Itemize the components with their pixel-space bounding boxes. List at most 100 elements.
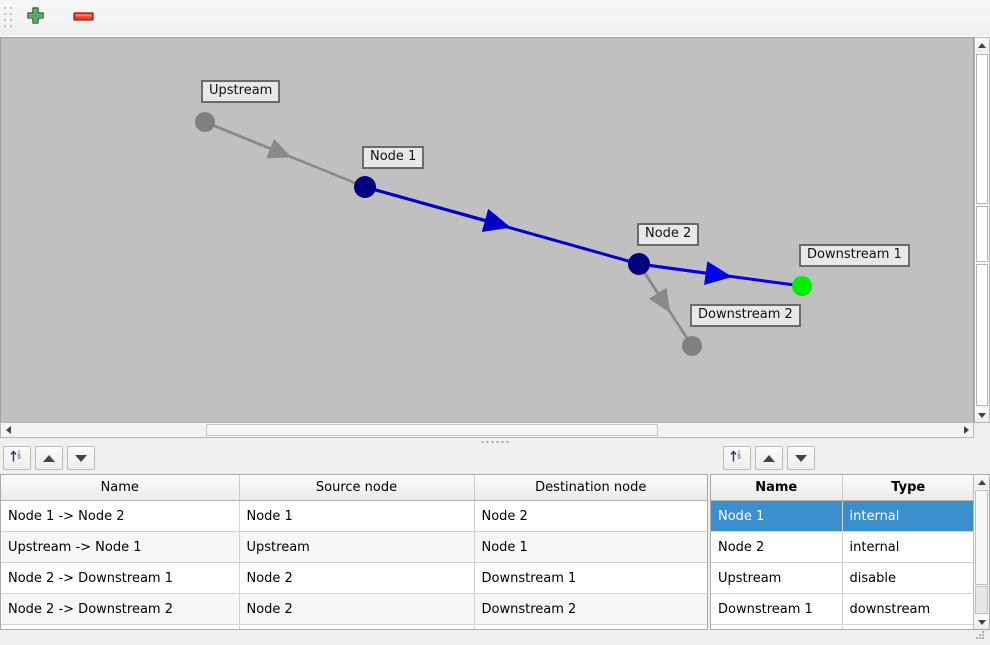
- triangle-down-icon: [978, 412, 986, 418]
- cell-type: internal: [842, 531, 974, 563]
- cell-type: downstream: [842, 593, 974, 625]
- table-row[interactable]: Upstream -> Node 1 Upstream Node 1: [1, 531, 707, 563]
- graph-label-downstream1[interactable]: Downstream 1: [799, 244, 910, 267]
- cell-name: Node 1 -> Node 2: [1, 500, 240, 532]
- edges-move-up-button[interactable]: [35, 446, 63, 470]
- scroll-thumb-upper[interactable]: [976, 54, 988, 204]
- nodes-col-type[interactable]: Type: [842, 475, 974, 501]
- nodes-col-name[interactable]: Name: [711, 475, 843, 501]
- triangle-up-icon: [977, 479, 986, 485]
- cell-name: Node 1: [711, 500, 843, 532]
- scroll-right-button[interactable]: [959, 423, 973, 437]
- scroll-down-button[interactable]: [974, 615, 989, 629]
- triangle-down-icon: [75, 454, 87, 462]
- panel-splitter[interactable]: [0, 438, 990, 446]
- edges-col-destination[interactable]: Destination node: [474, 475, 707, 501]
- table-row[interactable]: Node 2 -> Downstream 1 Node 2 Downstream…: [1, 562, 707, 594]
- remove-button[interactable]: [68, 3, 100, 33]
- nodes-move-down-button[interactable]: [787, 446, 815, 470]
- graph-vertical-scrollbar[interactable]: [974, 37, 990, 423]
- cell-type: internal: [842, 500, 974, 532]
- scroll-thumb[interactable]: [976, 206, 988, 262]
- graph-edge-upstream-node1: [204, 120, 366, 189]
- nodes-table: Name Type Node 1 internal Node 2 interna…: [711, 475, 974, 629]
- cell-destination: Downstream 2: [474, 593, 707, 625]
- cell-destination: Node 1: [474, 531, 707, 563]
- cell-type: disable: [842, 562, 974, 594]
- table-row[interactable]: Node 2 internal: [711, 531, 974, 563]
- table-row[interactable]: Node 1 internal: [711, 500, 974, 532]
- graph-edge-node2-downstream1: [638, 261, 803, 288]
- toolbar-grip[interactable]: [3, 7, 13, 29]
- edges-table-header-row: Name Source node Destination node: [1, 475, 707, 501]
- cell-name: Upstream -> Node 1: [1, 531, 240, 563]
- edges-toolbar: 1 9: [0, 444, 95, 472]
- splitter-grip: [481, 441, 509, 443]
- table-row-empty[interactable]: [711, 624, 974, 629]
- cell-empty: [474, 624, 707, 629]
- table-row-empty[interactable]: [1, 624, 707, 629]
- table-row[interactable]: Node 1 -> Node 2 Node 1 Node 2: [1, 500, 707, 532]
- graph-label-node1[interactable]: Node 1: [362, 146, 425, 169]
- triangle-up-icon: [763, 454, 775, 462]
- graph-canvas[interactable]: Upstream Node 1 Node 2 Downstream 1 Down…: [0, 37, 974, 423]
- graph-node-downstream1[interactable]: [792, 276, 812, 296]
- table-row[interactable]: Node 2 -> Downstream 2 Node 2 Downstream…: [1, 593, 707, 625]
- window-resize-grip[interactable]: [976, 631, 988, 643]
- nodes-table-header-row: Name Type: [711, 475, 974, 501]
- nodes-vertical-scrollbar[interactable]: [973, 475, 989, 629]
- hscroll-thumb[interactable]: [206, 424, 658, 436]
- graph-node-node1[interactable]: [354, 176, 376, 198]
- nodes-sort-button[interactable]: 1 9: [723, 446, 751, 470]
- graph-label-downstream2[interactable]: Downstream 2: [690, 304, 801, 327]
- graph-node-downstream2[interactable]: [682, 336, 702, 356]
- scroll-up-button[interactable]: [975, 38, 989, 52]
- nodes-table-container[interactable]: Name Type Node 1 internal Node 2 interna…: [710, 474, 990, 630]
- cell-source: Node 2: [239, 593, 475, 625]
- scroll-track-upper[interactable]: [975, 490, 988, 585]
- cell-name: Node 2 -> Downstream 1: [1, 562, 240, 594]
- cell-destination: Node 2: [474, 500, 707, 532]
- graph-svg: [195, 112, 812, 356]
- cell-empty: [711, 624, 843, 629]
- triangle-left-icon: [5, 426, 11, 434]
- plus-icon: [26, 6, 45, 30]
- graph-node-upstream[interactable]: [195, 112, 215, 132]
- triangle-right-icon: [963, 426, 969, 434]
- svg-text:9: 9: [17, 455, 21, 461]
- minus-icon: [73, 9, 95, 27]
- cell-name: Node 2: [711, 531, 843, 563]
- scroll-up-button[interactable]: [974, 475, 989, 489]
- edges-table-container[interactable]: Name Source node Destination node Node 1…: [0, 474, 708, 630]
- cell-empty: [842, 624, 974, 629]
- scroll-thumb[interactable]: [975, 586, 988, 614]
- edges-move-down-button[interactable]: [67, 446, 95, 470]
- graph-label-node2[interactable]: Node 2: [637, 223, 700, 246]
- edges-col-name[interactable]: Name: [1, 475, 240, 501]
- edges-sort-button[interactable]: 1 9: [3, 446, 31, 470]
- scroll-down-button[interactable]: [975, 408, 989, 422]
- nodes-table-body: Node 1 internal Node 2 internal Upstream…: [711, 500, 974, 629]
- graph-horizontal-scrollbar[interactable]: [0, 422, 974, 438]
- edges-table: Name Source node Destination node Node 1…: [1, 475, 707, 629]
- table-row[interactable]: Upstream disable: [711, 562, 974, 594]
- cell-destination: Downstream 1: [474, 562, 707, 594]
- cell-name: Upstream: [711, 562, 843, 594]
- svg-text:1: 1: [17, 451, 21, 457]
- scroll-left-button[interactable]: [1, 423, 15, 437]
- table-row[interactable]: Downstream 1 downstream: [711, 593, 974, 625]
- scroll-thumb-lower[interactable]: [976, 264, 988, 406]
- triangle-up-icon: [43, 454, 55, 462]
- graph-node-node2[interactable]: [628, 253, 650, 275]
- add-button[interactable]: [19, 3, 51, 33]
- edges-col-source[interactable]: Source node: [239, 475, 475, 501]
- edges-panel: 1 9 Name Source node Destination: [0, 444, 708, 645]
- graph-label-upstream[interactable]: Upstream: [201, 80, 281, 103]
- cell-source: Node 2: [239, 562, 475, 594]
- svg-text:9: 9: [737, 455, 741, 461]
- svg-text:1: 1: [737, 451, 741, 457]
- graph-edge-node1-node2: [364, 185, 640, 266]
- cell-empty: [1, 624, 240, 629]
- nodes-move-up-button[interactable]: [755, 446, 783, 470]
